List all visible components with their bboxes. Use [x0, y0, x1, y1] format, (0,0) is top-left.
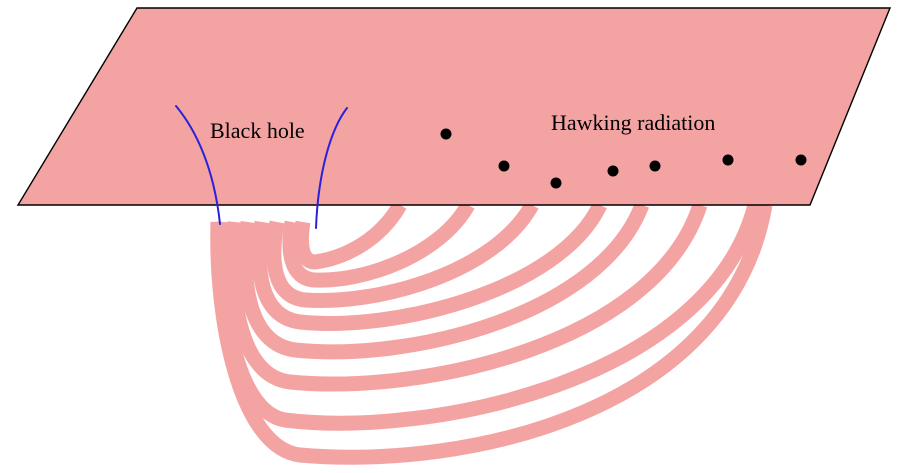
hawking-radiation-label: Hawking radiation: [551, 110, 715, 135]
radiation-particle: [608, 166, 619, 177]
radiation-particle: [796, 155, 807, 166]
wormhole-tubes: [218, 205, 765, 457]
space-sheet: [18, 8, 890, 205]
radiation-particle: [650, 161, 661, 172]
radiation-particle: [441, 129, 452, 140]
black-hole-label: Black hole: [210, 118, 305, 143]
radiation-particle: [499, 161, 510, 172]
radiation-particle: [551, 178, 562, 189]
radiation-particle: [723, 155, 734, 166]
